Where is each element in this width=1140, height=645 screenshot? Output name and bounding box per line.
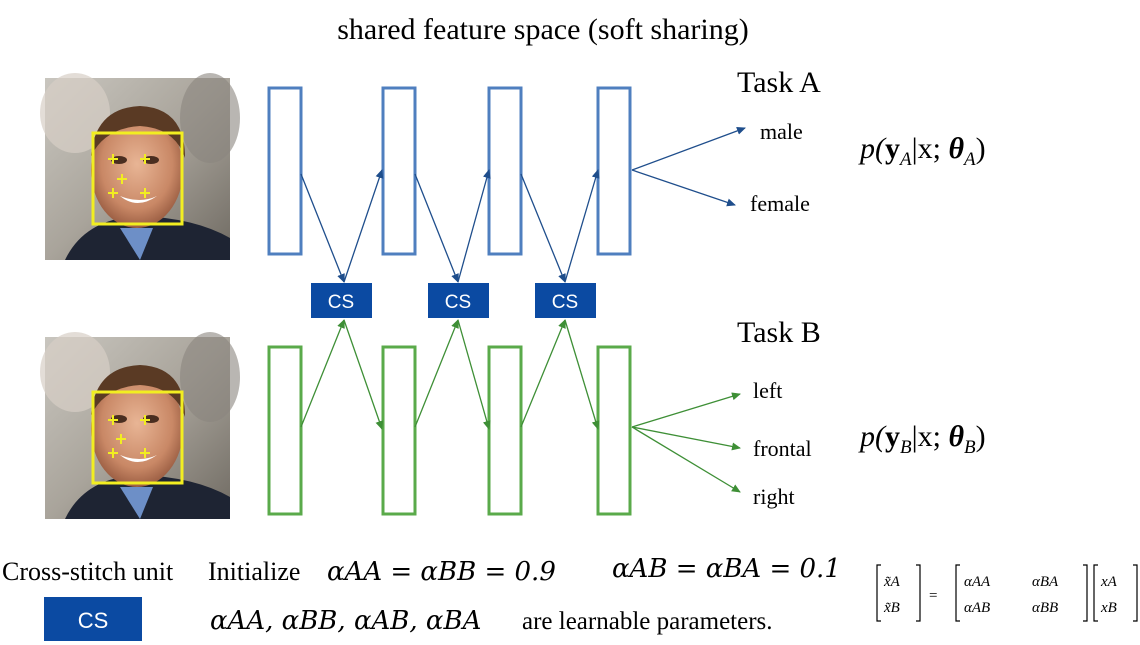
- face-image-task-b: [40, 332, 240, 519]
- diagram-title: shared feature space (soft sharing): [337, 13, 748, 46]
- legend-cs-label: CS: [78, 608, 109, 633]
- output-right: right: [753, 484, 795, 509]
- task-b-layer-1: [267, 345, 303, 516]
- matrix-equals: =: [929, 588, 937, 604]
- task-a-layer-1: [267, 86, 303, 256]
- matrix-coef-12: αBA: [1032, 574, 1059, 590]
- matrix-coef-22: αBB: [1032, 600, 1058, 616]
- task-a-layer-2: [381, 86, 417, 256]
- cs-unit-2: CS: [428, 283, 489, 318]
- learnable-params: αAA, αBB, αAB, αBA: [210, 606, 481, 636]
- task-a-layer-3: [487, 86, 523, 256]
- output-male: male: [760, 119, 803, 144]
- cs-unit-2-label: CS: [445, 292, 471, 313]
- face-box-task-b: [91, 390, 184, 485]
- matrix-coef-11: αAA: [964, 574, 991, 590]
- learnable-text: are learnable parameters.: [522, 608, 773, 635]
- init-equation-2: αAB = αBA = 0.1: [612, 554, 841, 584]
- face-box-task-a: [91, 131, 184, 226]
- matrix-coef-21: αAB: [964, 600, 990, 616]
- task-b-layers: [267, 345, 632, 516]
- cs-unit-3-label: CS: [552, 292, 578, 313]
- task-a-label: Task A: [737, 66, 821, 99]
- cs-unit-1-label: CS: [328, 292, 354, 313]
- legend-cs-box: CS: [44, 597, 142, 641]
- initialize-text: Initialize: [208, 557, 300, 586]
- output-left: left: [753, 378, 782, 403]
- matrix-rhs-1: xA: [1100, 574, 1118, 590]
- task-a-arrows: [300, 127, 746, 283]
- cs-unit-3: CS: [535, 283, 596, 318]
- output-frontal: frontal: [753, 436, 812, 461]
- cross-stitch-unit-label: Cross-stitch unit: [2, 557, 174, 586]
- cs-unit-1: CS: [311, 283, 372, 318]
- matrix-lhs-1: x̃A: [883, 574, 901, 590]
- task-b-layer-2: [381, 345, 417, 516]
- output-female: female: [750, 191, 810, 216]
- task-a-layer-4: [596, 86, 632, 256]
- face-image-task-a: [40, 73, 240, 260]
- task-b-formula: p(yB|x; θB): [858, 420, 986, 458]
- task-b-arrows: [300, 319, 741, 493]
- task-b-label: Task B: [737, 316, 821, 349]
- task-b-layer-4: [596, 345, 632, 516]
- task-a-formula: p(yA|x; θA): [858, 132, 986, 170]
- init-equation-1: αAA = αBB = 0.9: [327, 557, 556, 587]
- task-b-layer-3: [487, 345, 523, 516]
- matrix-lhs-2: x̃B: [883, 600, 900, 616]
- cross-stitch-matrix-equation: x̃A x̃B = αAA αBA αAB αBB xA xB: [876, 564, 1138, 622]
- matrix-rhs-2: xB: [1100, 600, 1117, 616]
